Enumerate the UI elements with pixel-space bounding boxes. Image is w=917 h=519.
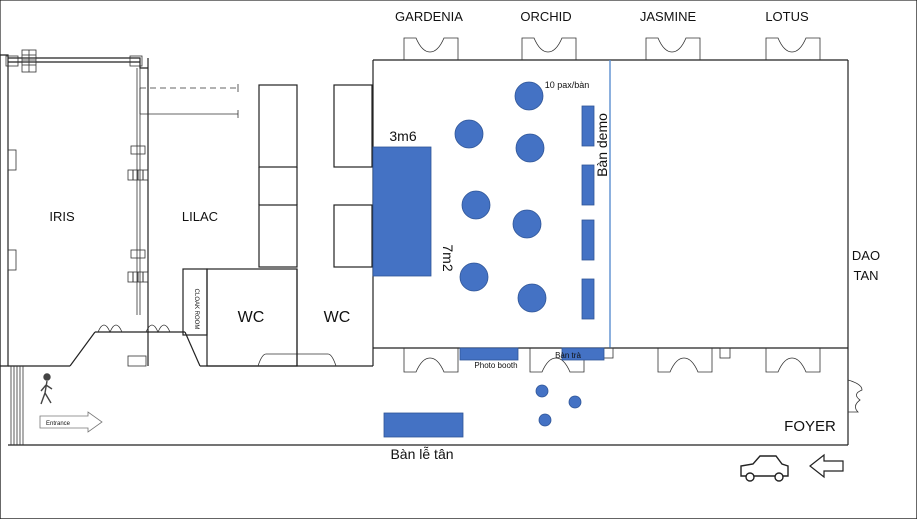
iris-lilac-block [5,49,373,367]
tea-table-label: Bàn trà [555,351,581,360]
wc-cloak-block [182,268,337,367]
round-table [512,209,542,239]
round-table [461,190,491,220]
demo-table [581,105,595,147]
demo-table [581,278,595,320]
round-table [459,262,489,292]
left-arrow-icon [809,453,844,479]
table-capacity-label: 10 pax/bàn [545,80,590,90]
round-table [454,119,484,149]
room-label-wc-right: WC [324,309,351,326]
small-round-table [538,413,552,427]
small-round-table [535,384,549,398]
round-table [514,81,544,111]
round-tables [454,81,547,313]
stage-length-label: 7m2 [440,244,456,271]
demo-tables-label: Bàn demo [594,113,610,177]
room-label-dao-tan-2: TAN [853,268,878,283]
column-marker [21,49,37,73]
small-round-table [568,395,582,409]
room-label-lotus: LOTUS [765,9,809,24]
foyer-tables [535,384,582,427]
room-label-jasmine: JASMINE [640,9,697,24]
room-label-gardenia: GARDENIA [395,9,463,24]
partition-marker-1 [127,145,149,181]
room-label-cloak-room: CLOAK ROOM [193,289,199,330]
car-icon [740,455,789,482]
round-table [517,283,547,313]
tea-table [561,347,605,361]
stage-platform [372,146,432,277]
demo-table [581,164,595,206]
stage-width-label: 3m6 [389,128,416,144]
reception-label: Bàn lễ tân [390,446,453,462]
round-table [515,133,545,163]
room-label-iris: IRIS [49,209,75,224]
room-label-wc-left: WC [238,309,265,326]
main-hall [372,37,863,413]
room-label-dao-tan-1: DAO [852,248,880,263]
entrance-label: Entrance [46,421,71,427]
entrance-stripes [10,366,24,445]
photo-booth-label: Photo booth [474,361,517,370]
partition-marker-2 [127,249,149,283]
room-label-lilac: LILAC [182,209,218,224]
demo-table [581,219,595,261]
corridor-blocks [258,84,373,268]
reception-table [383,412,464,438]
room-label-foyer: FOYER [784,418,836,435]
demo-tables [581,105,595,320]
room-label-orchid: ORCHID [520,9,571,24]
walking-person-icon [40,373,53,405]
entrance-arrow-icon [39,411,103,433]
photo-booth-table [459,347,519,361]
